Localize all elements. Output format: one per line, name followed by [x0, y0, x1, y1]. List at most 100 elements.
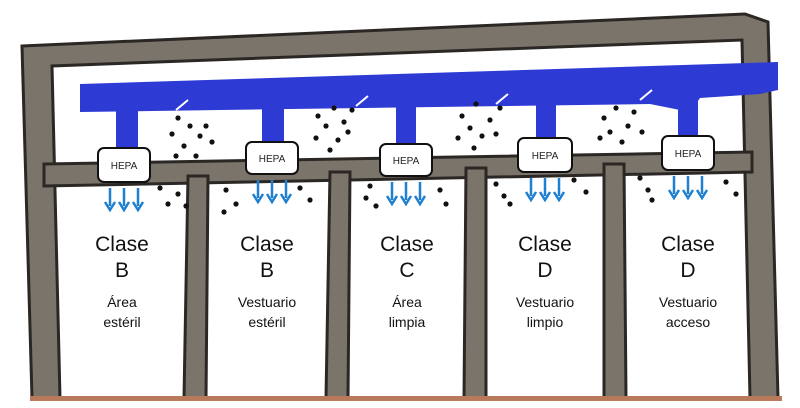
- room-grado: D: [680, 259, 696, 282]
- room-grado: B: [114, 259, 129, 282]
- particle-dot: [649, 197, 655, 203]
- particle-dot: [331, 105, 337, 111]
- particle-dot: [631, 109, 637, 115]
- particle-dot: [637, 175, 643, 181]
- hepa-label: HEPA: [393, 156, 420, 167]
- particle-dot: [345, 129, 351, 135]
- particle-dot: [341, 119, 347, 125]
- room-description-line2: limpio: [526, 314, 564, 330]
- room-label-vestuario-acceso: Clase D Vestuario acceso: [626, 232, 750, 332]
- hepa-filter-2: HEPA: [245, 141, 299, 175]
- room-description-line2: acceso: [665, 314, 711, 330]
- particle-dot: [323, 123, 329, 129]
- particle-dot: [607, 129, 613, 135]
- particle-dot: [175, 191, 181, 197]
- particle-dot: [583, 189, 589, 195]
- room-description-line1: Vestuario: [658, 294, 718, 310]
- particle-dot: [625, 123, 631, 129]
- room-label-area-esteril: Clase B Área estéril: [60, 232, 184, 332]
- airflow-arrow-head: [399, 195, 413, 207]
- particle-dot: [183, 203, 189, 209]
- divider-wall-2: [324, 170, 352, 400]
- particle-dot: [327, 147, 333, 153]
- particle-dot: [313, 135, 319, 141]
- hepa-filter-5: HEPA: [661, 135, 715, 171]
- room-clase: Clase: [240, 233, 294, 256]
- particle-dot: [733, 191, 739, 197]
- room-grado: B: [259, 259, 274, 282]
- particle-dot: [157, 185, 163, 191]
- particle-dot: [221, 209, 227, 215]
- particle-dot: [613, 105, 619, 111]
- particle-dot: [645, 187, 651, 193]
- particle-dot: [373, 203, 379, 209]
- room-description-line1: Vestuario: [237, 294, 297, 310]
- particle-dot: [437, 187, 443, 193]
- particle-dot: [443, 201, 449, 207]
- particle-dot: [487, 117, 493, 123]
- airflow-mark: [495, 93, 509, 105]
- room-grado: C: [399, 259, 415, 282]
- duct-drop-3: [396, 104, 416, 146]
- hepa-label: HEPA: [259, 154, 286, 165]
- room-label-area-limpia: Clase C Área limpia: [348, 232, 466, 332]
- airflow-arrow-head: [667, 189, 681, 201]
- particle-dot: [455, 135, 461, 141]
- particle-dot: [507, 201, 513, 207]
- particle-dot: [203, 123, 209, 129]
- particle-dot: [315, 113, 321, 119]
- particle-dot: [209, 139, 215, 145]
- particle-dot: [467, 125, 473, 131]
- room-description-line1: Vestuario: [515, 294, 575, 310]
- divider-wall-3: [462, 166, 488, 400]
- particle-dot: [169, 131, 175, 137]
- hepa-label: HEPA: [111, 161, 138, 172]
- particle-dot: [497, 105, 503, 111]
- particle-dot: [601, 115, 607, 121]
- particle-dot: [479, 133, 485, 139]
- room-description-line2: estéril: [248, 314, 286, 330]
- airflow-arrow-head: [524, 191, 538, 203]
- room-grado: D: [537, 259, 553, 282]
- particle-dot: [723, 179, 729, 185]
- particle-dot: [639, 129, 645, 135]
- particle-dot: [193, 153, 199, 159]
- particle-dot: [571, 177, 577, 183]
- airflow-arrow-head: [385, 195, 399, 207]
- duct-drop-1: [116, 104, 138, 150]
- airflow-mark: [639, 89, 653, 101]
- particle-dot: [363, 195, 369, 201]
- particle-dot: [165, 201, 171, 207]
- duct-drop-4: [536, 100, 556, 140]
- room-label-vestuario-limpio: Clase D Vestuario limpio: [486, 232, 604, 332]
- airflow-arrow-head: [695, 189, 709, 201]
- particle-dot: [459, 113, 465, 119]
- particle-dot: [181, 143, 187, 149]
- airflow-arrows: [103, 176, 709, 213]
- airflow-arrow-head: [413, 195, 427, 207]
- airflow-arrow-head: [131, 201, 145, 213]
- airflow-mark: [175, 99, 189, 111]
- airflow-arrow-head: [538, 191, 552, 203]
- airflow-arrow-head: [251, 193, 265, 205]
- room-clase: Clase: [95, 233, 149, 256]
- particle-dot: [297, 185, 303, 191]
- particle-dot: [619, 139, 625, 145]
- hepa-filter-4: HEPA: [517, 137, 573, 173]
- particle-dot: [307, 197, 313, 203]
- room-description-line1: Área: [392, 294, 422, 310]
- airflow-arrow-head: [279, 193, 293, 205]
- main-air-duct: [80, 62, 778, 112]
- particle-dot: [501, 193, 507, 199]
- airflow-arrow-head: [103, 201, 117, 213]
- particle-dot: [471, 145, 477, 151]
- hepa-filter-3: HEPA: [379, 143, 433, 177]
- room-label-vestuario-esteril: Clase B Vestuario estéril: [206, 232, 328, 332]
- particle-dot: [223, 187, 229, 193]
- particle-dot: [233, 201, 239, 207]
- room-clase: Clase: [661, 233, 715, 256]
- airflow-mark: [355, 95, 369, 107]
- floor-line: [30, 396, 782, 401]
- particle-dot: [367, 183, 373, 189]
